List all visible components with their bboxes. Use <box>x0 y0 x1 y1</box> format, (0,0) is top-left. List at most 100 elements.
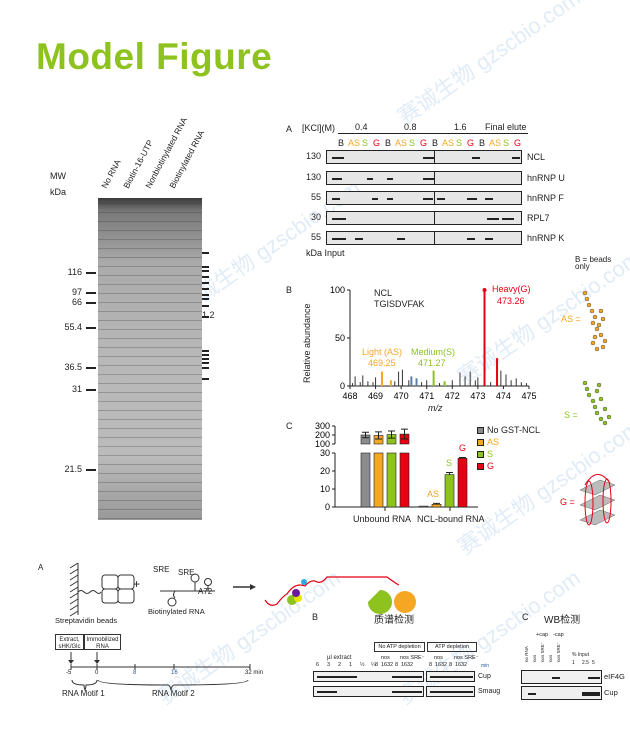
group-rule <box>338 133 528 134</box>
annotation-heavy: Heavy(G) <box>492 284 531 294</box>
band <box>332 178 342 180</box>
nos-sre-label: nos SRE⁻ <box>454 655 479 661</box>
tick-label: 0 <box>95 670 99 676</box>
lane-number: 8 <box>395 662 399 668</box>
lane-letter: S <box>503 138 510 148</box>
lane-letter: G <box>514 138 522 148</box>
mw-label: MW <box>50 171 66 181</box>
band-tick <box>202 276 209 278</box>
pulldown-schematic <box>69 562 416 617</box>
bar <box>431 504 442 508</box>
band <box>437 198 445 200</box>
band <box>485 238 493 240</box>
x-tick-label: 469 <box>368 391 383 401</box>
x-tick-label: 472 <box>445 391 460 401</box>
y-tick-label: 50 <box>335 333 345 343</box>
blot-divider <box>434 232 435 244</box>
band <box>355 238 363 240</box>
lane-letter: G <box>420 138 428 148</box>
band-tick <box>202 367 209 369</box>
bar-label: G <box>459 443 467 453</box>
protein-label: hnRNP K <box>527 233 565 243</box>
y-tick-label: 10 <box>320 484 330 494</box>
annotation-light-value: 469.25 <box>368 358 396 368</box>
marker-tick <box>86 302 96 304</box>
band-label: 1.2 <box>202 310 215 320</box>
band <box>372 198 378 200</box>
plus-sign: + <box>133 577 141 591</box>
beads-note: B = beads only <box>575 255 612 271</box>
lane-letter: AS <box>395 138 408 148</box>
min-label: min <box>481 663 490 669</box>
lane-number: ¼ <box>371 662 376 668</box>
band <box>367 178 373 180</box>
band <box>485 198 493 200</box>
input-label: % Input <box>572 652 589 658</box>
band <box>467 238 475 240</box>
rna-label: Biotinylated RNA <box>148 607 205 616</box>
x-tick-label: 474 <box>496 391 511 401</box>
s-hairpin-icon <box>582 380 612 426</box>
panel-letter: B <box>286 285 293 295</box>
category-label: Unbound RNA <box>353 514 412 524</box>
rna-structure-icons <box>579 290 616 526</box>
band-tick <box>202 270 209 272</box>
lane-letter: B <box>338 138 345 148</box>
mw-label: 30 <box>310 212 321 222</box>
mw-label: 130 <box>305 151 321 161</box>
bar <box>386 452 397 508</box>
bead-wall-icon <box>69 562 135 617</box>
band <box>502 218 514 220</box>
lane-letter: S <box>456 138 463 148</box>
lane-letter: B <box>385 138 392 148</box>
blot-cup-2 <box>426 671 475 682</box>
bar <box>457 458 468 508</box>
marker-label: 116 <box>67 267 82 277</box>
y-tick-label: 200 <box>315 430 330 440</box>
page-title: Model Figure <box>36 36 273 77</box>
no-atp-box: No ATP depletion <box>374 642 425 652</box>
band-tick <box>202 282 209 284</box>
band <box>512 157 520 159</box>
legend-label: G <box>487 461 495 471</box>
mw-label: 130 <box>305 172 321 182</box>
watermark: 赛诚生物 gzscbio.com <box>393 0 585 130</box>
tick-label: -5 <box>66 670 72 676</box>
band <box>332 157 344 159</box>
marker-tick <box>86 292 96 294</box>
polya-label: A72 <box>198 587 213 596</box>
error-bar <box>401 428 408 440</box>
beads-label: Streptavidin beads <box>55 616 118 625</box>
lane-letter: S <box>409 138 416 148</box>
annotation-medium-value: 471.27 <box>418 358 446 368</box>
y-tick-label: 300 <box>315 421 330 431</box>
lane-label: Nonbiotinylated RNA <box>143 115 190 190</box>
lane-label: nos <box>548 654 553 662</box>
lane-label: no RNA <box>524 646 529 662</box>
lane-number: 8 <box>449 662 453 668</box>
rna-diagram-icon <box>160 573 215 607</box>
panel-letter: A <box>38 563 44 572</box>
marker-label: 36.5 <box>64 362 82 372</box>
blot-cup <box>521 686 602 700</box>
panel-letter: C <box>286 421 293 431</box>
kda-label: kDa <box>50 187 67 197</box>
tick-label: 32 min <box>245 670 264 676</box>
lane-number: 3 <box>327 662 331 668</box>
bar <box>373 452 384 508</box>
legend-label: S <box>487 449 494 459</box>
atp-box: ATP depletion <box>427 642 477 652</box>
blot-hnrnp-f <box>326 191 522 205</box>
blot-ncl <box>326 150 522 164</box>
group-label: Final elute <box>485 122 527 132</box>
lane-label: nos <box>532 654 537 662</box>
arrow-icon <box>233 584 256 590</box>
marker-label: 31 <box>71 384 82 394</box>
legend-swatch <box>477 451 484 458</box>
blot-rpl7 <box>326 211 522 225</box>
y-tick-label: 0 <box>340 381 345 391</box>
